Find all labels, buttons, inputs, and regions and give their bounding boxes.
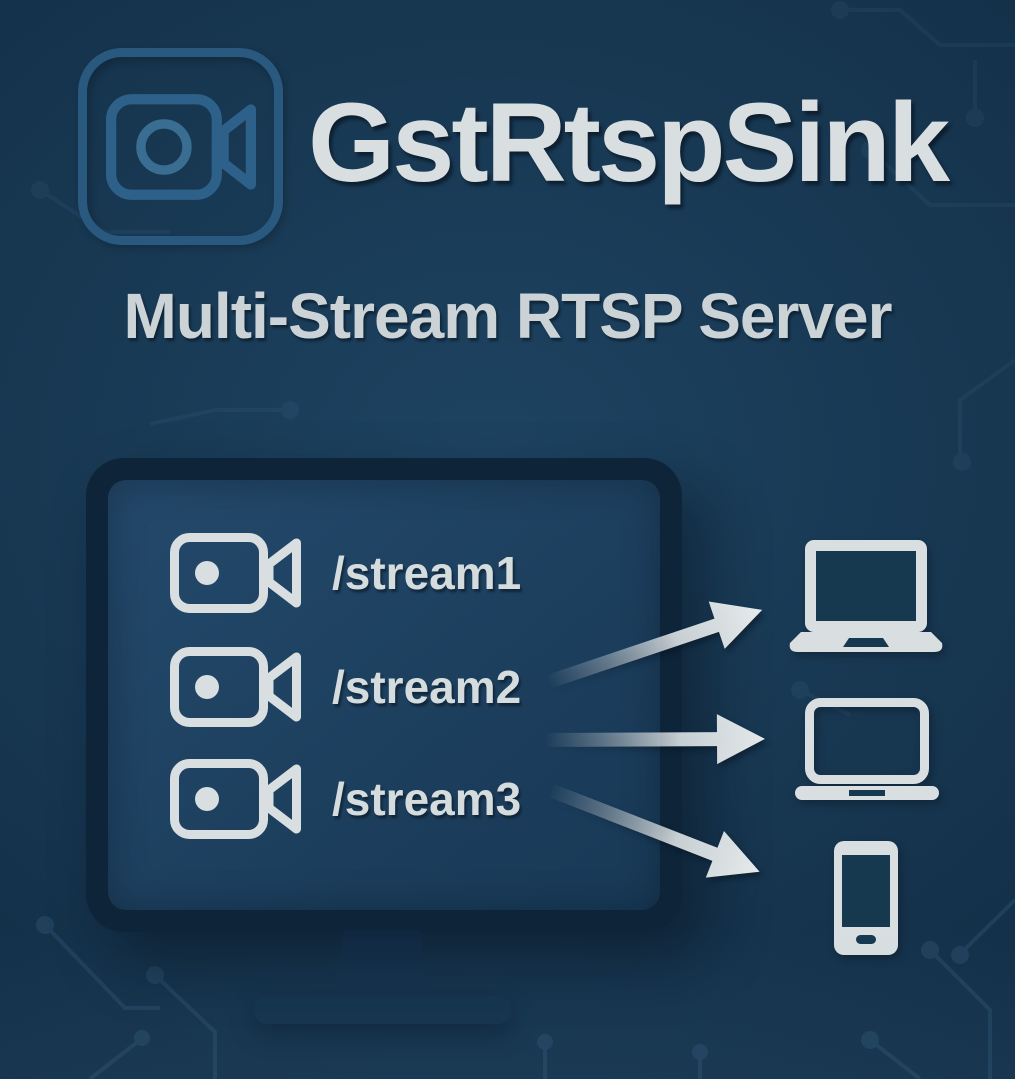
server-monitor: /stream1 /stream2 /stream3 <box>86 458 682 932</box>
video-camera-icon <box>105 93 256 200</box>
smartphone-icon <box>834 841 898 955</box>
stream-row: /stream3 <box>170 759 521 839</box>
camera-icon <box>170 647 301 727</box>
stream-path-label: /stream1 <box>332 547 522 599</box>
server-monitor-screen: /stream1 /stream2 /stream3 <box>108 480 660 910</box>
stream-row: /stream2 <box>170 647 521 727</box>
notebook-icon <box>795 698 939 800</box>
monitor-stand-base <box>254 996 511 1024</box>
page-subtitle: Multi-Stream RTSP Server <box>123 280 893 352</box>
camera-icon <box>170 533 301 613</box>
stream-row: /stream1 <box>170 533 521 613</box>
laptop-icon <box>789 540 943 652</box>
stream-path-label: /stream3 <box>332 773 522 825</box>
monitor-stand-neck <box>336 930 428 998</box>
page-title: GstRtspSink <box>308 80 950 205</box>
logo-badge <box>78 48 283 245</box>
stream-path-label: /stream2 <box>332 661 522 713</box>
camera-icon <box>170 759 301 839</box>
